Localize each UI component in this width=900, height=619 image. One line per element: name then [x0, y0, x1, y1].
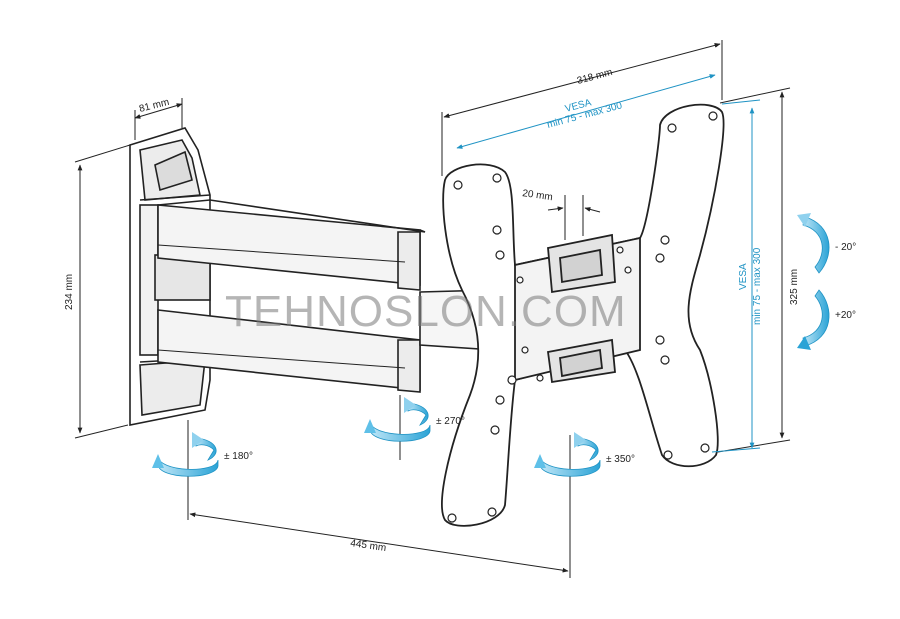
tilt-down-label: +20° [835, 310, 856, 321]
swing-arm-upper [157, 199, 426, 291]
tilt-up-label: - 20° [835, 242, 856, 253]
swivel-arrow-icon [152, 432, 219, 477]
rotation-wall-label: ± 180° [224, 451, 253, 462]
vesa-plate [441, 103, 725, 527]
swivel-arrow-icon [364, 397, 431, 442]
wall-bracket [129, 127, 211, 426]
tilt-arrow-icon [797, 213, 830, 274]
vesa-vertical-title: VESA [738, 263, 749, 290]
tilt-arrow-icon [797, 289, 830, 350]
swivel-arrow-icon [534, 432, 601, 477]
vesa-vertical-range: min 75 - max 300 [752, 247, 763, 325]
dim-plate-width-label: 318 mm [576, 67, 614, 87]
vesa-dimension-lines [456, 74, 761, 453]
rotation-arm-label: ± 270° [436, 416, 465, 427]
watermark: TEHNOSLON.COM [225, 287, 627, 336]
dim-extension-label: 445 mm [350, 538, 387, 554]
dim-offset-label: 20 mm [522, 188, 554, 203]
dim-plate-height-label: 325 mm [789, 269, 800, 305]
rotation-plate-label: ± 350° [606, 454, 635, 465]
dim-height-bracket-label: 234 mm [64, 274, 75, 310]
